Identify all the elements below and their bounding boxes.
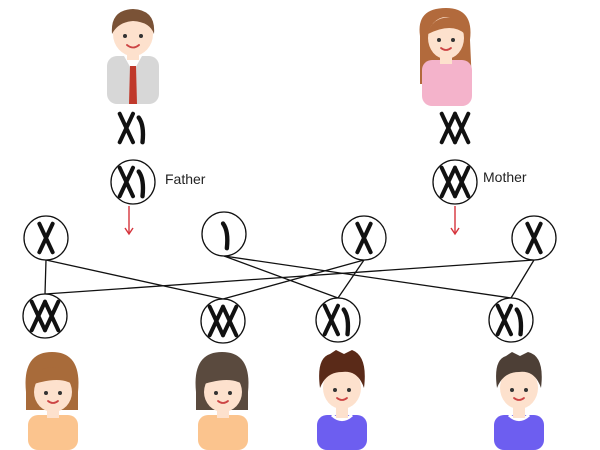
inheritance-line-g3-c3 bbox=[337, 259, 365, 299]
boy-figure-icon bbox=[317, 350, 367, 450]
mother-label: Mother bbox=[483, 169, 527, 185]
boy2-shirt bbox=[494, 415, 544, 450]
boy2-hair bbox=[496, 352, 542, 388]
inheritance-line-g4-c1 bbox=[44, 259, 535, 295]
inheritance-line-g2-c4 bbox=[223, 255, 512, 299]
parent-genotype-circles bbox=[110, 159, 478, 205]
inheritance-line-g2-c3 bbox=[223, 255, 339, 299]
inheritance-line-g4-c4 bbox=[510, 259, 535, 299]
mother-shirt bbox=[422, 60, 472, 106]
offspring-circles bbox=[22, 293, 534, 344]
gamete-circle-g2 bbox=[201, 211, 247, 257]
father-figure-icon bbox=[107, 9, 159, 104]
mother-figure-icon bbox=[419, 8, 472, 106]
inheritance-line-g1-c1 bbox=[44, 259, 47, 295]
girl2-shirt bbox=[198, 415, 248, 450]
gamete-circles bbox=[23, 211, 557, 261]
inheritance-line-g1-c2 bbox=[45, 259, 224, 300]
mother-pair-chromosome-x-icon bbox=[439, 111, 457, 145]
girl-figure-icon bbox=[195, 352, 249, 450]
parent-chromosome-pairs bbox=[117, 111, 471, 145]
boy2-face bbox=[500, 367, 538, 409]
boy1-shirt bbox=[317, 415, 367, 450]
father-label: Father bbox=[165, 171, 206, 187]
boy1-face bbox=[323, 367, 361, 409]
father-hair bbox=[111, 9, 155, 34]
father-tie-icon bbox=[129, 66, 137, 104]
inheritance-line-g3-c2 bbox=[222, 259, 365, 300]
inheritance-lines bbox=[44, 255, 535, 300]
boy-figure-icon bbox=[494, 352, 544, 450]
girl-figure-icon bbox=[25, 352, 79, 450]
girl2-face bbox=[204, 372, 242, 412]
girl1-face bbox=[34, 372, 72, 412]
father-pair-chromosome-x-icon bbox=[117, 111, 135, 145]
mother-pair-chromosome-x-icon bbox=[453, 111, 471, 145]
father-pair-chromosome-y-icon bbox=[139, 118, 143, 143]
boy1-hair bbox=[319, 350, 365, 388]
mother-arrow-icon bbox=[450, 206, 460, 236]
girl1-shirt bbox=[28, 415, 78, 450]
father-arrow-icon bbox=[124, 206, 134, 236]
